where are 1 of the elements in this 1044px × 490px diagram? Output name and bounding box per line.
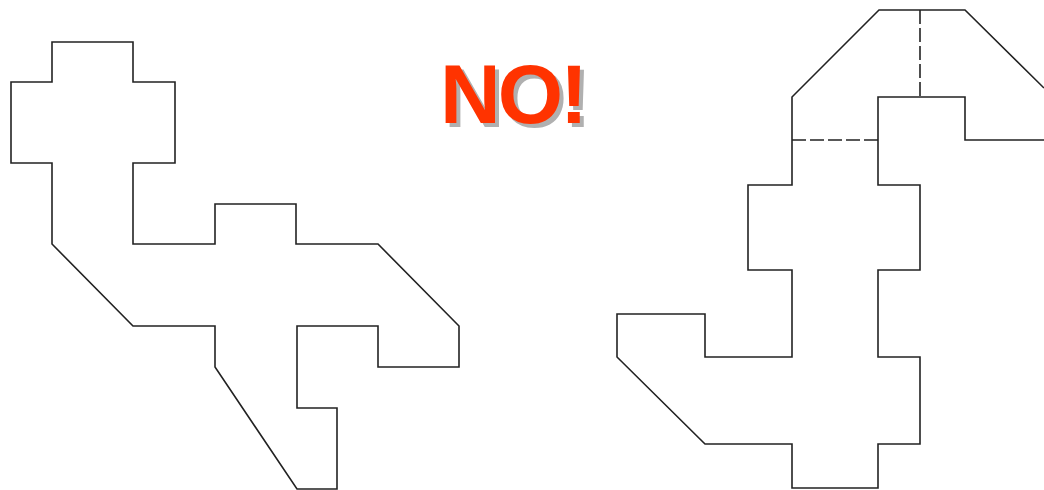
warning-text: NO! — [440, 52, 585, 136]
